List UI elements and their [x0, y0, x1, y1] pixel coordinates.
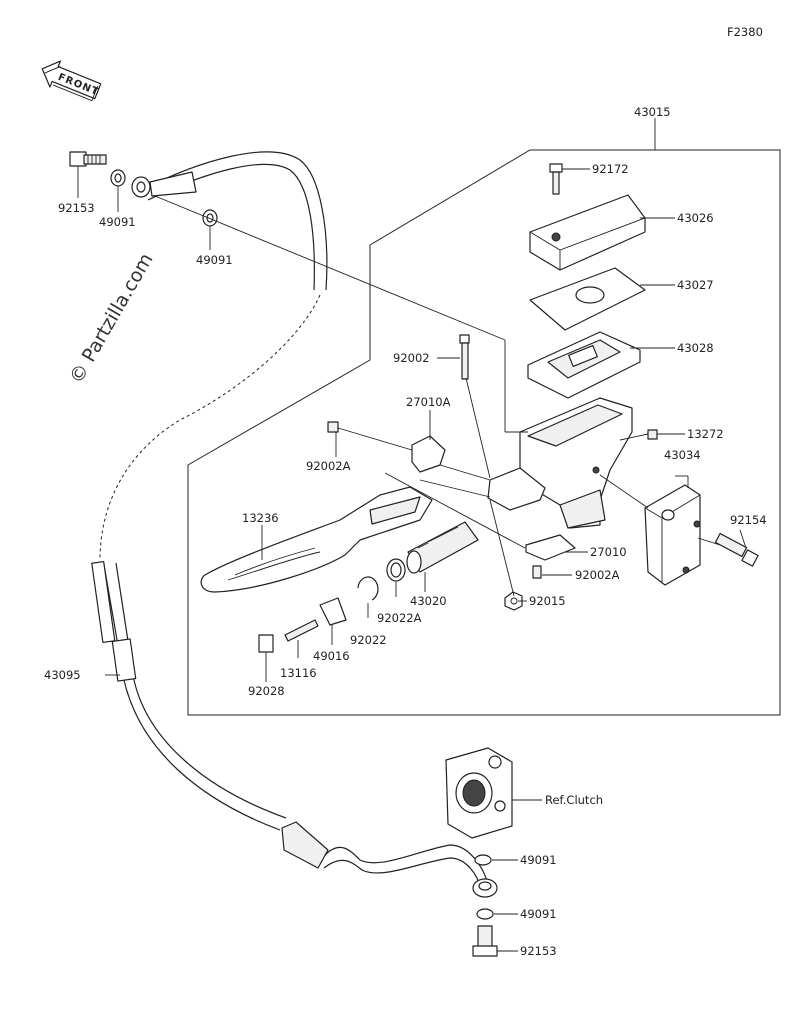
- banjo-bolt-92153-bottom: [472, 925, 498, 957]
- switch-bracket-27010A: [411, 435, 446, 473]
- callout-92028: 92028: [248, 684, 285, 698]
- callout-92015: 92015: [529, 594, 566, 608]
- washer-49091-top-1: [110, 169, 126, 187]
- screw-13272: [647, 429, 658, 440]
- callout-49091-top-2: 49091: [196, 253, 233, 267]
- callout-92154: 92154: [730, 513, 767, 527]
- callout-43027: 43027: [677, 278, 714, 292]
- washer-49091-bottom-1: [474, 854, 492, 866]
- callout-43026: 43026: [677, 211, 714, 225]
- callout-92172: 92172: [592, 162, 629, 176]
- cap-92028: [258, 634, 274, 653]
- callout-49091-bottom-2: 49091: [520, 907, 557, 921]
- boot-49016: [319, 597, 347, 626]
- callout-92022: 92022: [350, 633, 387, 647]
- callout-27010A: 27010A: [406, 395, 451, 409]
- callout-ref-clutch: Ref.Clutch: [545, 793, 603, 807]
- master-cylinder-body: [487, 397, 633, 529]
- callout-13236: 13236: [242, 511, 279, 525]
- diaphragm-plate-43027: [529, 267, 646, 331]
- reservoir-cap-43026: [529, 194, 646, 271]
- watermark: © Partzilla.com: [65, 250, 157, 388]
- bolt-92154: [714, 532, 759, 567]
- pushrod-13116: [284, 619, 319, 642]
- callout-27010: 27010: [590, 545, 627, 559]
- callout-43015: 43015: [634, 105, 671, 119]
- callout-labels: 92172 43026 43027 43028 13272 43034 9215…: [44, 105, 767, 958]
- callout-49016: 49016: [313, 649, 350, 663]
- callout-13116: 13116: [280, 666, 317, 680]
- callout-43034: 43034: [664, 448, 701, 462]
- leader-lines: [77, 118, 747, 952]
- assembly-frame-43015: [187, 149, 781, 716]
- pin-92002: [459, 334, 470, 380]
- piston-43020: [406, 521, 479, 574]
- assembly-lines: [154, 195, 721, 597]
- callout-13272: 13272: [687, 427, 724, 441]
- banjo-bolt-92153-top: [69, 151, 107, 167]
- callout-49091-top-1: 49091: [99, 215, 136, 229]
- washer-49091-top-2: [202, 209, 218, 227]
- figure-code: F2380: [727, 25, 763, 39]
- switch-27010: [525, 534, 576, 561]
- circlip-92022A: [386, 558, 406, 582]
- screw-92002A-left: [327, 421, 339, 433]
- front-arrow-icon: FRONT: [41, 60, 102, 102]
- callout-43095: 43095: [44, 668, 81, 682]
- callout-49091-bottom-1: 49091: [520, 853, 557, 867]
- screw-92002A-right: [532, 565, 542, 579]
- washer-49091-bottom-2: [476, 908, 494, 920]
- lever-13236: [200, 486, 433, 593]
- clamp-43034: [644, 484, 701, 586]
- circlip-92022: [357, 576, 379, 601]
- callout-92002: 92002: [393, 351, 430, 365]
- callout-43020: 43020: [410, 594, 447, 608]
- callout-92153-top: 92153: [58, 201, 95, 215]
- screw-92172: [549, 163, 563, 195]
- callout-92002A-right: 92002A: [575, 568, 620, 582]
- banjo-fitting: [472, 878, 498, 898]
- callout-92153-bottom: 92153: [520, 944, 557, 958]
- callout-92002A-left: 92002A: [306, 459, 351, 473]
- clutch-slave-cylinder: [445, 747, 513, 839]
- callout-43028: 43028: [677, 341, 714, 355]
- callout-92022A: 92022A: [377, 611, 422, 625]
- diaphragm-43028: [527, 331, 641, 399]
